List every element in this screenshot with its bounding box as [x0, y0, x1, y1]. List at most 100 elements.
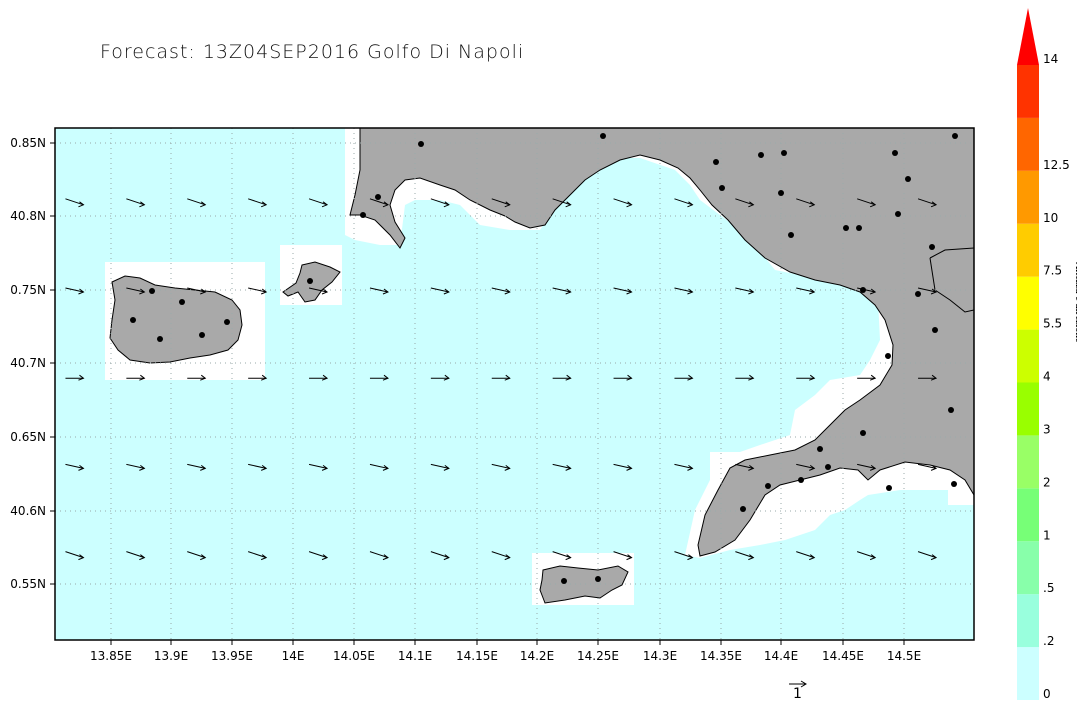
colorbar-tick-label: 1 [1043, 528, 1051, 542]
wave-arrow [126, 551, 146, 561]
wave-arrow [430, 198, 450, 208]
town-dot [418, 141, 424, 147]
inland-boundary [929, 247, 974, 313]
colorbar-swatch [1017, 223, 1039, 277]
town-dot [948, 407, 954, 413]
lat-tick-label: 40.6N [10, 504, 46, 518]
latitude-labels: 0.85N 40.8N 0.75N 40.7N 0.65N 40.6N 0.55… [10, 136, 46, 591]
colorbar-tick-label: 12.5 [1043, 158, 1070, 172]
town-dot [952, 133, 958, 139]
town-markers [130, 133, 958, 584]
town-dot [719, 185, 725, 191]
wave-arrow [308, 463, 329, 471]
lon-tick-label: 14.3E [643, 649, 677, 663]
wave-arrow [248, 551, 268, 561]
lat-tick-label: 0.75N [10, 283, 46, 297]
wave-arrow [126, 463, 146, 471]
lon-tick-label: 14.1E [398, 649, 432, 663]
town-dot [600, 133, 606, 139]
wave-arrow [187, 287, 207, 295]
wave-arrow [187, 198, 207, 208]
wave-arrow [248, 374, 268, 381]
colorbar-tick-label: .2 [1043, 634, 1054, 648]
colorbar-tick-label: .5 [1043, 581, 1054, 595]
town-dot [740, 506, 746, 512]
colorbar-swatch [1017, 117, 1039, 171]
lon-tick-label: 14.05E [333, 649, 375, 663]
wave-arrow [613, 198, 633, 208]
lon-tick-label: 14.15E [456, 649, 498, 663]
wave-arrow [491, 551, 511, 561]
colorbar-swatch [1017, 488, 1039, 542]
wave-arrow [65, 551, 85, 561]
town-dot [932, 327, 938, 333]
colorbar [1017, 8, 1039, 700]
lat-tick-label: 0.65N [10, 430, 46, 444]
lon-tick-label: 13.95E [211, 649, 253, 663]
wave-arrow [857, 198, 877, 208]
colorbar-swatch [1017, 382, 1039, 436]
wave-arrow [796, 198, 816, 208]
lon-tick-label: 14.4E [764, 649, 798, 663]
wave-arrow [796, 287, 816, 295]
town-dot [929, 244, 935, 250]
wave-arrow [735, 287, 755, 295]
wave-arrow [187, 551, 207, 561]
town-dot [788, 232, 794, 238]
colorbar-swatch [1017, 647, 1039, 700]
town-dot [765, 483, 771, 489]
town-dot [157, 336, 163, 342]
wave-arrow [430, 551, 450, 561]
wave-arrow [917, 198, 938, 208]
town-dot [892, 150, 898, 156]
wave-arrow [735, 463, 755, 471]
wave-arrow [430, 287, 450, 295]
colorbar-tick-label: 3 [1043, 422, 1051, 436]
reference-vector [789, 680, 807, 688]
lon-tick-label: 14.45E [822, 649, 864, 663]
wave-arrow [65, 374, 85, 381]
lon-tick-label: 14.35E [700, 649, 742, 663]
wave-arrow [308, 551, 329, 561]
plot-frame [54, 127, 975, 641]
wave-arrow [917, 463, 938, 471]
town-dot [595, 576, 601, 582]
wave-arrow [613, 551, 633, 561]
wave-arrow [796, 551, 816, 561]
wave-arrow [674, 287, 694, 295]
lat-tick-label: 40.7N [10, 356, 46, 370]
wave-arrow [430, 463, 450, 471]
ischia-island [109, 275, 243, 364]
lon-tick-label: 14.5E [887, 649, 921, 663]
town-dot [778, 190, 784, 196]
wave-arrow [735, 198, 755, 208]
colorbar-max-arrow [1017, 8, 1039, 65]
lon-tick-label: 14E [282, 649, 305, 663]
wave-arrow [126, 287, 146, 295]
wave-arrow [613, 374, 633, 381]
town-dot [561, 578, 567, 584]
graticule [55, 128, 974, 640]
town-dot [375, 194, 381, 200]
wave-arrow [857, 463, 877, 471]
wave-arrow [248, 287, 268, 295]
capri-island [539, 565, 629, 604]
wave-arrow [857, 287, 877, 295]
town-dot [895, 211, 901, 217]
colorbar-swatch [1017, 541, 1039, 595]
colorbar-swatch [1017, 329, 1039, 383]
colorbar-tick-label: 4 [1043, 370, 1051, 384]
wave-arrow [674, 463, 694, 471]
lon-tick-label: 13.9E [154, 649, 188, 663]
wave-arrow [552, 463, 572, 471]
town-dot [905, 176, 911, 182]
wave-arrow [187, 374, 207, 381]
wave-arrow [491, 287, 511, 295]
town-dot [860, 430, 866, 436]
town-dot [856, 225, 862, 231]
wave-arrow [613, 463, 633, 471]
wave-arrow [674, 374, 694, 381]
wave-arrow [308, 287, 329, 295]
